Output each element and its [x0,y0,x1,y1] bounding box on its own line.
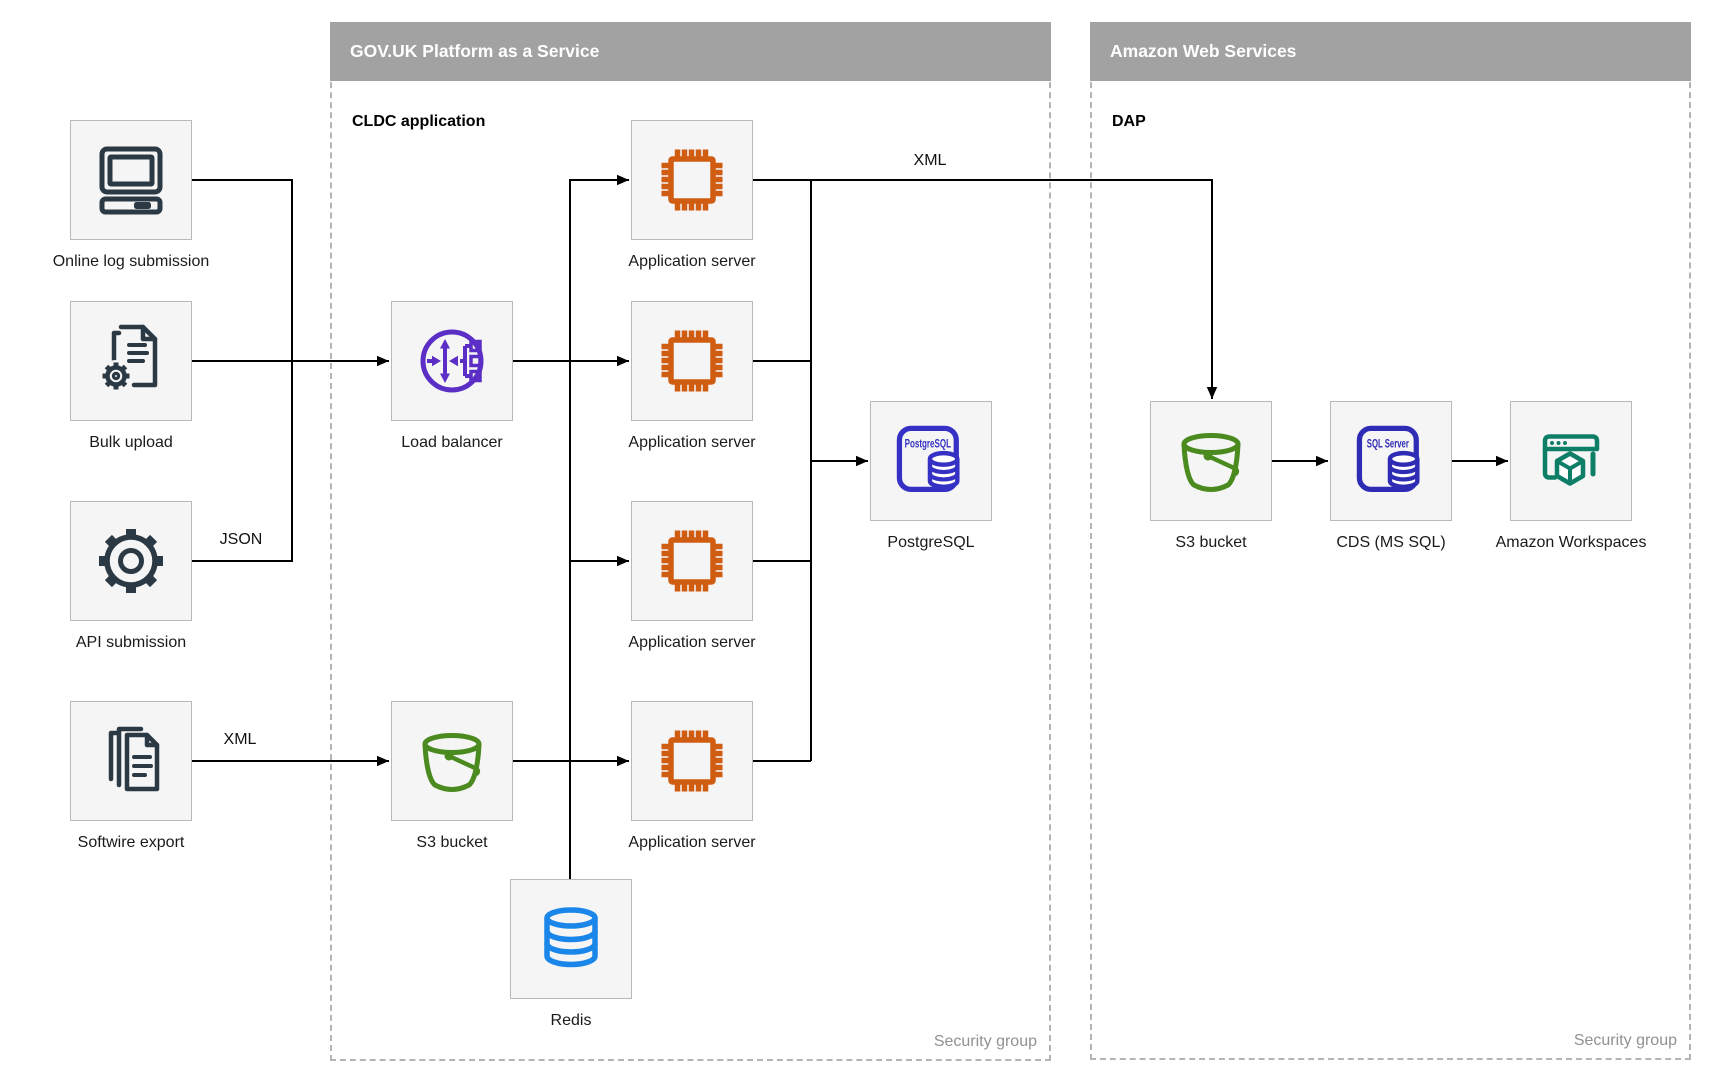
node-app-server-3: Application server [628,501,756,651]
node-box: PostgreSQL [870,401,992,521]
node-box [631,701,753,821]
node-softwire-export: Softwire export [70,701,192,851]
edge-app1-xml-to-aws-s3 [753,179,1218,399]
node-load-balancer: Load balancer [391,301,513,451]
node-box [631,301,753,421]
node-label: Application server [628,253,756,270]
aws-header: Amazon Web Services [1090,22,1691,81]
node-s3-bucket-aws: S3 bucket [1150,401,1272,551]
node-online-log-submission: Online log submission [53,120,209,270]
node-label: Online log submission [52,253,210,270]
document-gear-icon [100,324,158,392]
postgresql-icon: PostgreSQL [896,425,960,493]
workspaces-window-icon [1542,434,1600,486]
edge-label-json: JSON [219,531,263,548]
govuk-paas-header: GOV.UK Platform as a Service [330,22,1051,81]
node-amazon-workspaces: Amazon Workspaces [1496,401,1646,551]
node-box [1150,401,1272,521]
node-label: API submission [75,634,187,651]
cpu-chip-icon [661,530,723,592]
node-label: Bulk upload [89,434,173,451]
database-cylinder-icon [544,907,598,968]
govuk-security-group-label: Security group [933,1033,1037,1050]
node-box [70,301,192,421]
node-label: Softwire export [77,834,185,851]
node-box: SQL Server [1330,401,1452,521]
cpu-chip-icon [661,730,723,792]
postgresql-icon-text: PostgreSQL [905,438,951,450]
load-balancer-icon [420,329,484,393]
node-box [631,120,753,240]
node-label: S3 bucket [1175,534,1247,551]
node-label: CDS (MS SQL) [1336,534,1446,551]
cldc-application-label: CLDC application [352,113,486,130]
edge-label-xml-softwire: XML [223,731,257,748]
node-box [70,120,192,240]
bucket-icon [1181,433,1241,492]
node-label: PostgreSQL [887,534,975,551]
node-redis: Redis [510,879,632,1029]
document-stack-icon [108,726,160,792]
node-box [1510,401,1632,521]
gear-icon [99,529,163,593]
node-s3-bucket-paas: S3 bucket [391,701,513,851]
node-cds-ms-sql: SQL Server CDS (MS SQL) [1330,401,1452,551]
node-api-submission: API submission [70,501,192,651]
dap-label: DAP [1112,113,1146,130]
node-box [391,301,513,421]
node-label: Amazon Workspaces [1495,534,1647,551]
edge-bus1-to-app1-and-redis [569,174,629,879]
sql-server-icon-text: SQL Server [1367,438,1409,450]
node-box [631,501,753,621]
node-box [510,879,632,999]
node-label: S3 bucket [416,834,488,851]
govuk-paas-container: GOV.UK Platform as a Service CLDC applic… [330,22,1051,1061]
cpu-chip-icon [661,330,723,392]
desktop-computer-icon [99,146,163,215]
sql-server-icon: SQL Server [1356,425,1420,493]
edge-sources-merge [192,179,293,562]
node-bulk-upload: Bulk upload [70,301,192,451]
bucket-icon [422,733,482,792]
edge-label-xml-app: XML [913,152,947,169]
node-app-server-1: Application server [628,120,756,270]
node-box [70,701,192,821]
aws-container: Amazon Web Services DAP Security group [1090,22,1691,1060]
node-app-server-2: Application server [628,301,756,451]
node-app-server-4: Application server [628,701,756,851]
node-label: Application server [628,434,756,451]
node-label: Redis [550,1012,592,1029]
node-box [391,701,513,821]
node-label: Application server [628,834,756,851]
node-box [70,501,192,621]
node-postgresql: PostgreSQL PostgreSQL [870,401,992,551]
node-label: Load balancer [401,434,503,451]
cpu-chip-icon [661,149,723,211]
aws-security-group-label: Security group [1573,1032,1677,1049]
node-label: Application server [628,634,756,651]
